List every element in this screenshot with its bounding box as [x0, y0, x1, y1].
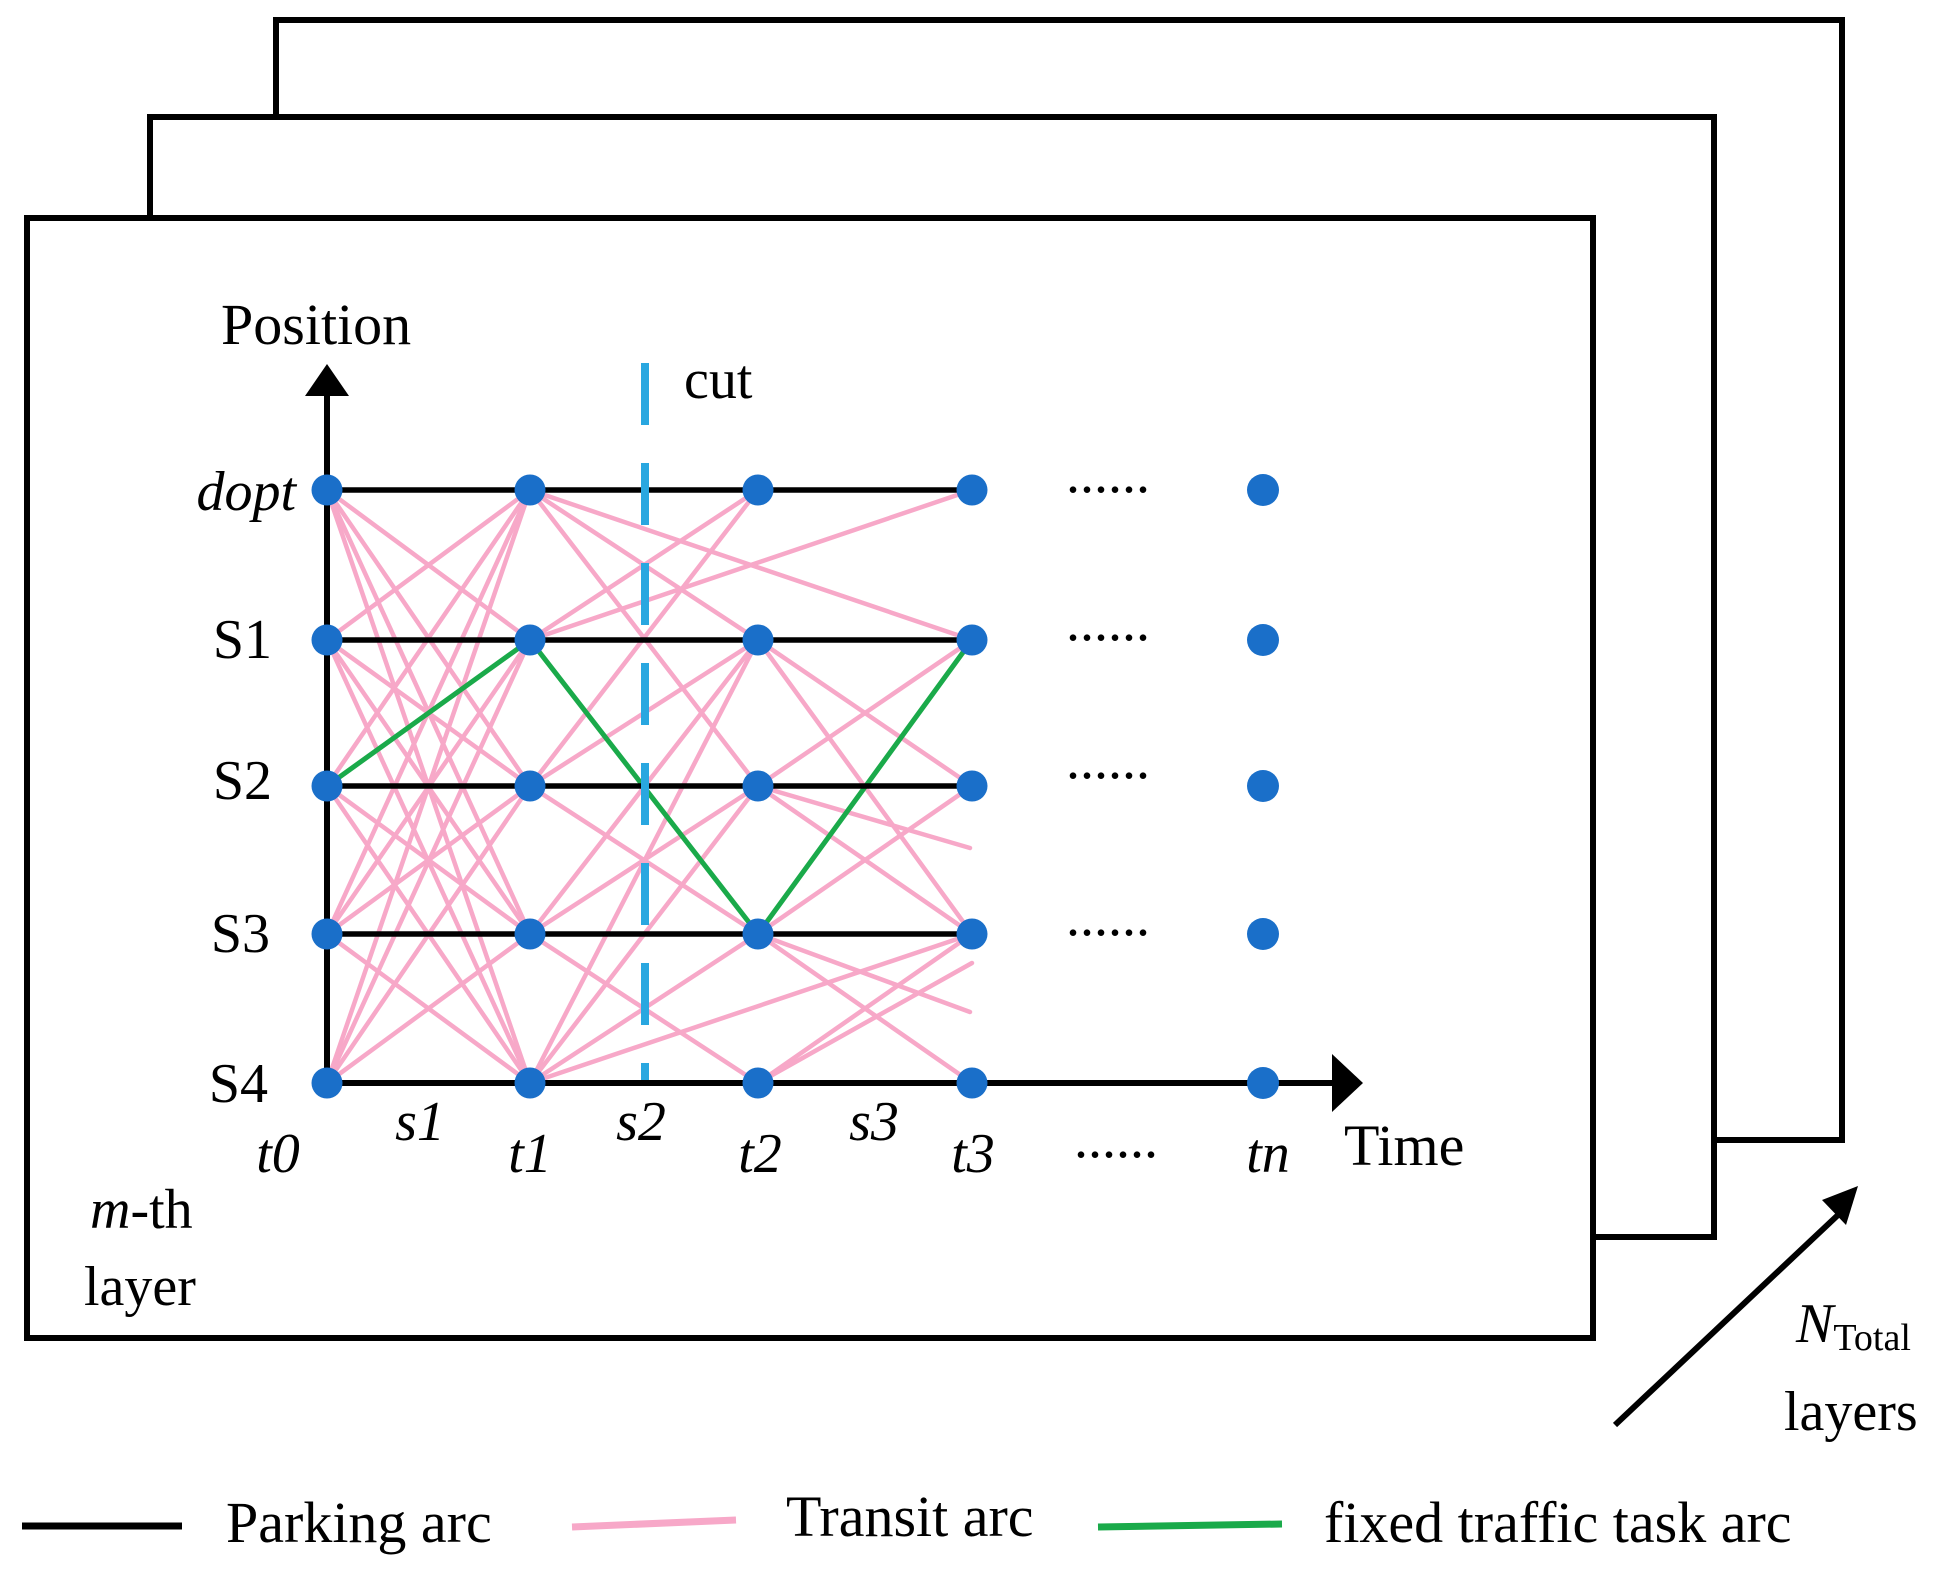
network-node [742, 1067, 774, 1099]
front-layer-frame [24, 215, 1596, 1341]
legend: Parking arc Transit arc fixed traffic ta… [22, 1484, 1792, 1555]
transit-arc [324, 637, 533, 1086]
ellipsis-row-s3: ...... [1066, 886, 1150, 948]
transit-arc-partial [755, 960, 975, 1086]
ellipsis-time-axis: ...... [1074, 1108, 1158, 1170]
row-label-s3: S3 [211, 903, 270, 965]
network-node [956, 770, 988, 802]
network-node [311, 918, 343, 950]
network-node [742, 918, 774, 950]
network-nodes [311, 474, 1279, 1099]
network-node [514, 624, 546, 656]
transit-arc [755, 931, 975, 1086]
time-axis-label: Time [1344, 1113, 1464, 1178]
time-axis-arrowhead [1332, 1054, 1363, 1112]
back-layer-frame [273, 17, 1845, 1143]
row-label-dopt: dopt [196, 461, 297, 523]
cut-label: cut [684, 349, 753, 411]
layer-frames [24, 17, 1845, 1341]
network-node [742, 624, 774, 656]
segment-label-s3: s3 [849, 1091, 899, 1153]
legend-swatch-fixed-task [1097, 1520, 1283, 1531]
network-node [956, 474, 988, 506]
time-label-t1: t1 [508, 1123, 552, 1185]
transit-arc [755, 637, 975, 789]
network-node [1247, 770, 1279, 802]
network-node [514, 474, 546, 506]
parking-arcs [324, 487, 975, 937]
legend-label-parking: Parking arc [226, 1490, 492, 1555]
network-node [514, 1067, 546, 1099]
network-node [1247, 624, 1279, 656]
network-node [514, 918, 546, 950]
segment-label-s1: s1 [395, 1091, 445, 1153]
ellipsis-row-dopt: ...... [1066, 443, 1150, 505]
network-node [742, 474, 774, 506]
legend-swatch-transit [571, 1516, 737, 1531]
middle-layer-frame [147, 114, 1717, 1240]
transit-arc [324, 487, 533, 643]
network-node [956, 918, 988, 950]
segment-label-s2: s2 [616, 1091, 666, 1153]
time-label-t2: t2 [738, 1123, 782, 1185]
transit-arc [324, 931, 533, 1086]
network-node [311, 474, 343, 506]
time-label-t0: t0 [256, 1123, 300, 1185]
m-th-layer-label-line2: layer [84, 1256, 196, 1318]
legend-label-fixed-task: fixed traffic task arc [1324, 1490, 1792, 1555]
time-label-tn: tn [1246, 1123, 1290, 1185]
row-label-s1: S1 [213, 609, 272, 671]
fixed-task-arc [324, 637, 533, 789]
network-node [1247, 918, 1279, 950]
m-th-layer-label: m-th [90, 1179, 193, 1241]
transit-arc [755, 783, 975, 937]
time-label-t3: t3 [951, 1123, 995, 1185]
layers-depth-arrow [1612, 1212, 1841, 1428]
n-total-label-line2: layers [1784, 1381, 1918, 1443]
network-node [311, 624, 343, 656]
network-node [956, 624, 988, 656]
transit-arc [527, 637, 761, 1086]
row-label-s2: S2 [213, 750, 272, 812]
network-node [956, 1067, 988, 1099]
network-node [311, 1067, 343, 1099]
network-node [1247, 1067, 1279, 1099]
network-node [311, 770, 343, 802]
transit-arc [527, 487, 975, 643]
row-label-s4: S4 [209, 1053, 268, 1115]
transit-arc-partial [755, 931, 973, 1015]
ellipsis-row-s2: ...... [1066, 729, 1150, 791]
transit-arc [527, 931, 975, 1086]
network-node [1247, 474, 1279, 506]
position-axis-arrowhead [305, 364, 349, 396]
legend-label-transit: Transit arc [786, 1484, 1034, 1549]
n-total-label: NTotal [1795, 1293, 1911, 1359]
network-node [514, 770, 546, 802]
position-axis-label: Position [221, 292, 411, 357]
layers-depth-arrowhead [1822, 1186, 1858, 1225]
ellipsis-row-s1: ...... [1066, 591, 1150, 653]
transit-arc-partial [755, 783, 973, 851]
network-node [742, 770, 774, 802]
